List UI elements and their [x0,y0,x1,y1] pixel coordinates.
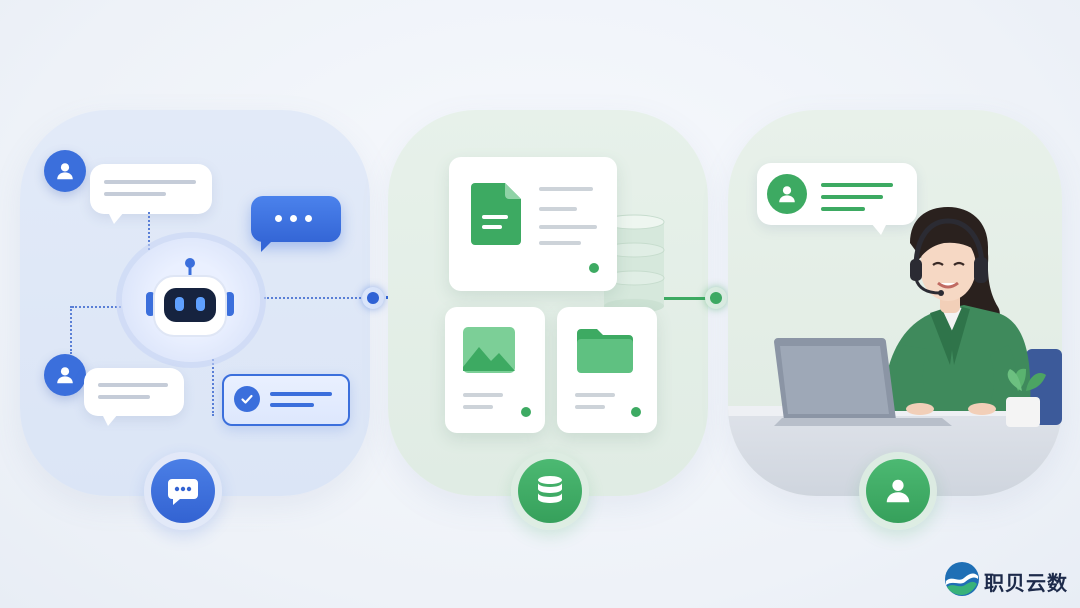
user-avatar-top [44,150,86,192]
flow-node [362,287,384,309]
flow-arrow-line [664,297,706,300]
connector-line [72,306,132,308]
typing-dots-icon [275,215,312,222]
brand-name: 职贝云数 [984,571,1068,595]
brand-logo-icon [944,561,980,602]
user-message-bubble-top [90,164,212,224]
verified-answer-bubble [222,374,350,426]
connector-line [148,212,150,250]
brand-watermark: 职贝云数 [944,561,1068,602]
typing-bubble [251,196,341,252]
flow-node [705,287,727,309]
document-icon [471,183,521,250]
database-stage-icon [511,452,589,530]
user-icon [779,186,795,203]
chat-stage-icon [144,452,222,530]
user-avatar-bottom [44,354,86,396]
connector-line [264,297,364,299]
user-icon [57,367,73,384]
document-card [449,157,617,291]
agent-avatar [767,174,807,214]
laptop [774,338,954,428]
folder-icon [577,327,633,378]
agent-message-bubble [757,163,917,235]
user-icon [57,163,73,180]
robot-icon [140,254,240,350]
user-message-bubble-bottom [84,368,184,426]
check-circle-icon [234,386,260,412]
user-icon [886,479,910,503]
chat-bubble-icon [168,479,198,505]
human-agent-stage-icon [859,452,937,530]
folder-card [557,307,657,433]
image-card [445,307,545,433]
connector-line [70,306,72,354]
customer-service-agent [770,205,1062,437]
database-icon [538,476,562,503]
connector-line [212,340,214,416]
image-icon [463,327,515,378]
